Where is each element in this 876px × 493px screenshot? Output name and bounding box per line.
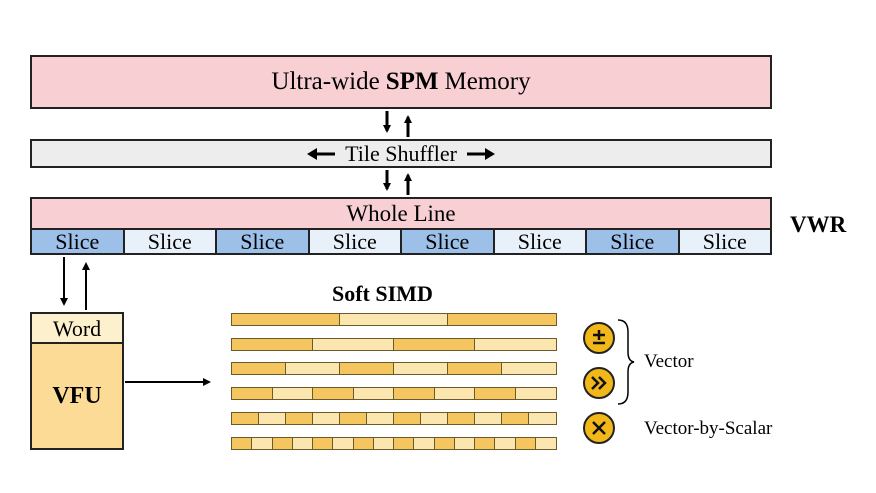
simd-lane bbox=[272, 438, 293, 449]
simd-lane bbox=[340, 413, 367, 424]
simd-lane bbox=[502, 413, 529, 424]
slice-cell: Slice bbox=[217, 229, 310, 254]
simd-lane bbox=[529, 413, 556, 424]
simd-lane bbox=[454, 438, 475, 449]
simd-row bbox=[231, 387, 557, 400]
slice-cell: Slice bbox=[679, 229, 770, 254]
simd-lane bbox=[394, 363, 448, 374]
simd-lane bbox=[414, 438, 435, 449]
simd-lane bbox=[373, 438, 394, 449]
vwr-label: VWR bbox=[790, 212, 847, 237]
tile-shuffler-block: Tile Shuffler bbox=[30, 139, 772, 168]
spm-bold: SPM bbox=[385, 68, 439, 95]
simd-lane bbox=[232, 388, 273, 399]
word-label: Word bbox=[52, 316, 102, 341]
plus-minus-icon bbox=[583, 322, 615, 354]
whole-line-block: Whole Line bbox=[30, 197, 772, 228]
slice-cell: Slice bbox=[309, 229, 402, 254]
simd-lane bbox=[421, 413, 448, 424]
simd-lane bbox=[340, 363, 394, 374]
simd-lane bbox=[475, 339, 556, 350]
slice-cell: Slice bbox=[494, 229, 587, 254]
simd-lane bbox=[394, 438, 415, 449]
vector-brace bbox=[617, 319, 635, 405]
left-arrow-icon bbox=[307, 147, 336, 160]
simd-lane bbox=[448, 314, 556, 325]
simd-lane bbox=[286, 363, 340, 374]
vector-label: Vector bbox=[644, 351, 694, 372]
simd-lane bbox=[232, 413, 259, 424]
vector-by-scalar-label: Vector-by-Scalar bbox=[644, 418, 773, 439]
double-chevron-icon bbox=[583, 367, 615, 399]
simd-row bbox=[231, 362, 557, 375]
simd-lane bbox=[232, 438, 253, 449]
spm-memory-block: Ultra-wide SPM Memory bbox=[30, 55, 772, 109]
simd-lane bbox=[434, 388, 475, 399]
slice-cell: Slice bbox=[402, 229, 495, 254]
simd-lane bbox=[495, 438, 516, 449]
multiply-icon bbox=[583, 412, 615, 444]
simd-lane bbox=[502, 363, 556, 374]
simd-lane bbox=[448, 363, 502, 374]
vfu-label: VFU bbox=[52, 382, 102, 409]
simd-lane bbox=[353, 438, 374, 449]
simd-lane bbox=[333, 438, 354, 449]
simd-lane bbox=[272, 388, 313, 399]
vfu-block: VFU bbox=[30, 342, 124, 450]
simd-lane bbox=[313, 339, 394, 350]
simd-lane bbox=[232, 363, 286, 374]
tile-shuffler-label: Tile Shuffler bbox=[345, 140, 457, 166]
simd-lane bbox=[394, 339, 475, 350]
spm-suffix: Memory bbox=[444, 68, 531, 95]
simd-row bbox=[231, 437, 557, 450]
right-arrow-icon bbox=[466, 147, 495, 160]
simd-row bbox=[231, 412, 557, 425]
simd-lane bbox=[367, 413, 394, 424]
simd-lane bbox=[394, 388, 435, 399]
slice-cell: Slice bbox=[32, 229, 125, 254]
soft-simd-title: Soft SIMD bbox=[332, 281, 433, 306]
simd-lane bbox=[232, 314, 340, 325]
simd-lane bbox=[313, 413, 340, 424]
simd-lane bbox=[475, 438, 496, 449]
simd-lane bbox=[340, 314, 448, 325]
simd-lane bbox=[448, 413, 475, 424]
simd-row bbox=[231, 338, 557, 351]
word-block: Word bbox=[30, 312, 124, 344]
simd-lane bbox=[292, 438, 313, 449]
simd-lane bbox=[252, 438, 273, 449]
simd-lane bbox=[535, 438, 556, 449]
simd-lane bbox=[313, 388, 354, 399]
slice-cell: Slice bbox=[587, 229, 680, 254]
simd-lane bbox=[475, 388, 516, 399]
simd-lane bbox=[353, 388, 394, 399]
slice-cell: Slice bbox=[124, 229, 217, 254]
simd-lane bbox=[475, 413, 502, 424]
simd-row bbox=[231, 313, 557, 326]
simd-lane bbox=[286, 413, 313, 424]
spm-prefix: Ultra-wide bbox=[271, 68, 380, 95]
simd-lane bbox=[394, 413, 421, 424]
simd-lane bbox=[313, 438, 334, 449]
whole-line-label: Whole Line bbox=[346, 200, 456, 226]
simd-lane bbox=[434, 438, 455, 449]
slice-row: Slice Slice Slice Slice Slice Slice Slic… bbox=[30, 228, 772, 255]
simd-lane bbox=[515, 388, 556, 399]
simd-lane bbox=[259, 413, 286, 424]
simd-lane bbox=[515, 438, 536, 449]
simd-lane bbox=[232, 339, 313, 350]
